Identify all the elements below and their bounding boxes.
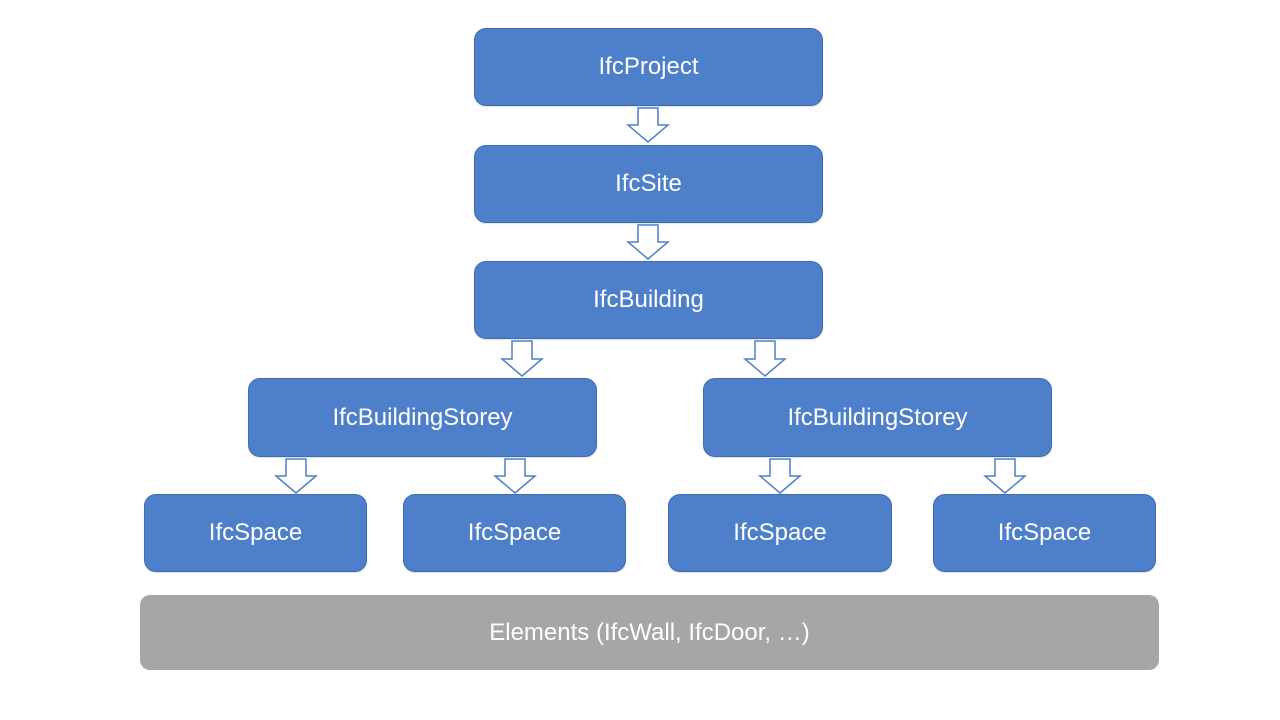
hollow-down-arrow-icon [625,107,671,143]
hollow-down-arrow-icon [499,340,545,377]
node-ifc-space-4: IfcSpace [933,494,1156,572]
node-label: IfcSite [615,170,682,197]
hollow-down-arrow-icon [742,340,788,377]
node-ifc-space-1: IfcSpace [144,494,367,572]
hollow-down-arrow-icon [625,224,671,260]
node-label: IfcSpace [997,519,1092,546]
node-label: IfcBuildingStorey [332,403,513,431]
node-ifc-space-3: IfcSpace [668,494,892,572]
elements-bar: Elements (IfcWall, IfcDoor, …) [140,595,1159,670]
node-ifc-building-storey-1: IfcBuildingStorey [248,378,597,457]
hollow-down-arrow-icon [273,458,319,494]
node-label: IfcSpace [467,519,562,546]
node-ifc-building-storey-2: IfcBuildingStorey [703,378,1052,457]
node-ifc-site: IfcSite [474,145,823,223]
node-label: IfcProject [598,53,699,80]
node-label: IfcBuildingStorey [787,403,968,431]
node-ifc-space-2: IfcSpace [403,494,626,572]
elements-label: Elements (IfcWall, IfcDoor, …) [489,618,810,646]
hollow-down-arrow-icon [492,458,538,494]
hollow-down-arrow-icon [982,458,1028,494]
hollow-down-arrow-icon [757,458,803,494]
node-label: IfcSpace [733,519,827,546]
node-ifc-project: IfcProject [474,28,823,106]
node-ifc-building: IfcBuilding [474,261,823,339]
node-label: IfcBuilding [593,286,704,313]
node-label: IfcSpace [208,519,303,546]
